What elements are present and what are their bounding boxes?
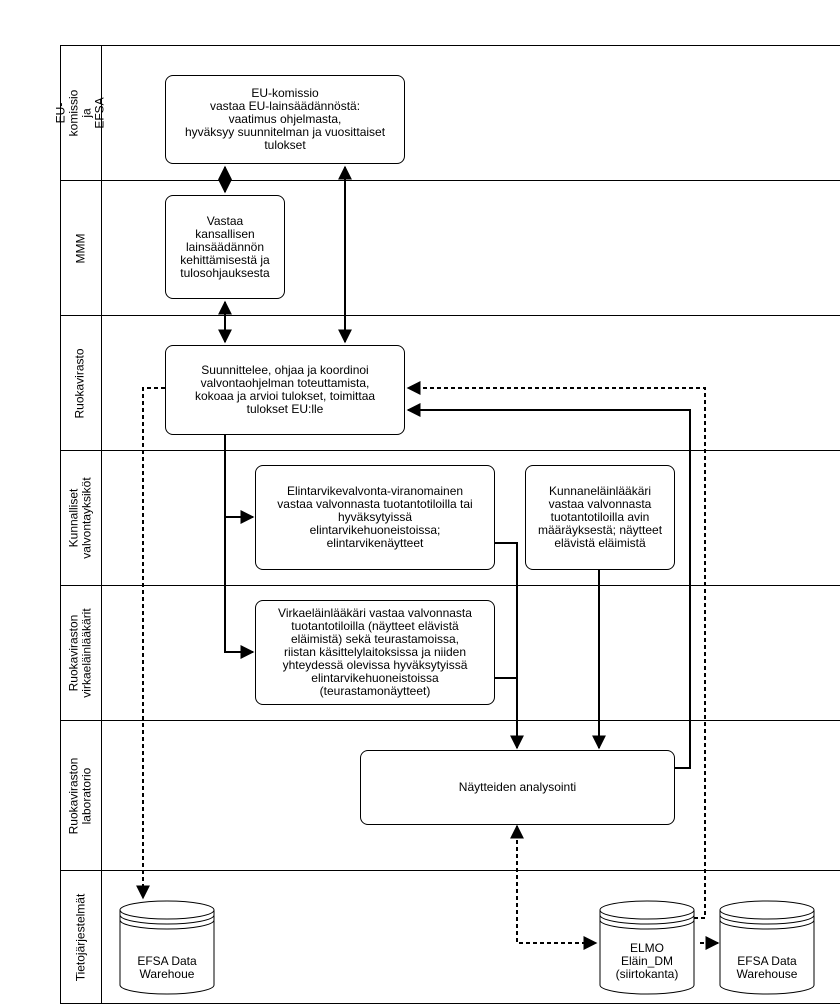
dashed-arrow-lab-elmo [510,824,598,950]
database-efsa1-icon [119,900,215,995]
box-ruokavirasto: Suunnittelee, ohjaa ja koordinoi valvont… [165,345,405,435]
arrow-ruokavirasto-virka [224,517,255,659]
database-efsa1-label: EFSA Data Warehoue [137,954,197,981]
arrow-lab-ruokavirasto [406,403,691,769]
lane-label-laboratorio: Ruokaviraston laboratorio [66,757,94,834]
box-eu-komissio: EU-komissio vastaa EU-lainsäädännöstä: v… [165,75,405,164]
database-elmo-label: ELMO Eläin_DM (siirtokanta) [615,941,679,981]
box-mmm: Vastaa kansallisen lainsäädännön kehittä… [165,195,285,299]
box-virkaelainlaakari: Virkaeläinlääkäri vastaa valvonnasta tuo… [255,600,495,705]
lane-label-ruokavirasto: Ruokavirasto [73,347,87,419]
database-elmo-icon [599,900,695,995]
database-efsa2-label: EFSA Data Warehouse [736,954,798,981]
lane-label-mmm: MMM [73,233,87,263]
box-elintarvikevalvonta: Elintarvikevalvonta-viranomainen vastaa … [255,465,495,570]
dashed-arrow-elmo-ruokavirasto [406,381,706,919]
box-kunnanelainlaakari: Kunnaneläinlääkäri vastaa valvonnasta tu… [525,465,675,570]
lane-label-virkaelainlaakarit: Ruokaviraston virkaeläinlääkärit [66,608,94,698]
lane-label-eu: EU-komissio ja EFSA [53,89,107,137]
swimlane-frame [60,45,840,1004]
arrow-virka-lab [493,677,518,748]
database-efsa2-icon [719,900,815,995]
lane-label-kunnalliset: Kunnalliset valvontayksiköt [66,477,94,559]
arrow-ruokavirasto-elintarvike [224,435,255,524]
arrow-elintarvike-lab [493,542,524,750]
dashed-arrow-ruokavirasto-efsa1 [136,387,165,900]
box-naytteiden-analysointi: Näytteiden analysointi [360,750,675,825]
lane-label-tietojarjestelmat: Tietojärjestelmät [73,893,87,981]
